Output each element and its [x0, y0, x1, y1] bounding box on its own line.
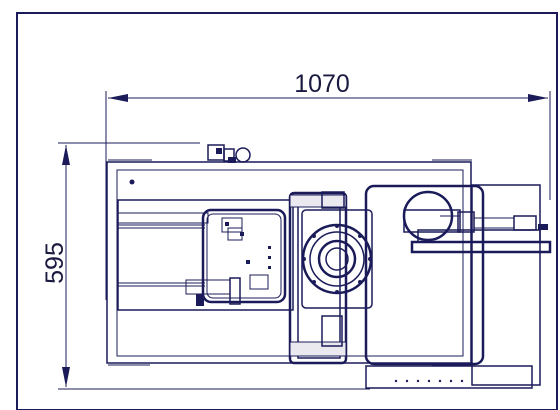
height-dimension: 595 — [41, 142, 370, 390]
drawing-frame — [16, 12, 558, 410]
rotary-spindle — [288, 191, 373, 365]
side-motor — [402, 190, 552, 254]
top-motor — [207, 144, 251, 163]
control-cabinet — [185, 208, 287, 306]
right-table — [364, 184, 541, 389]
width-dimension: 1070 — [105, 70, 551, 300]
width-dimension-label: 1070 — [294, 70, 350, 98]
machine-top-view — [106, 144, 552, 389]
height-dimension-label: 595 — [41, 242, 69, 284]
